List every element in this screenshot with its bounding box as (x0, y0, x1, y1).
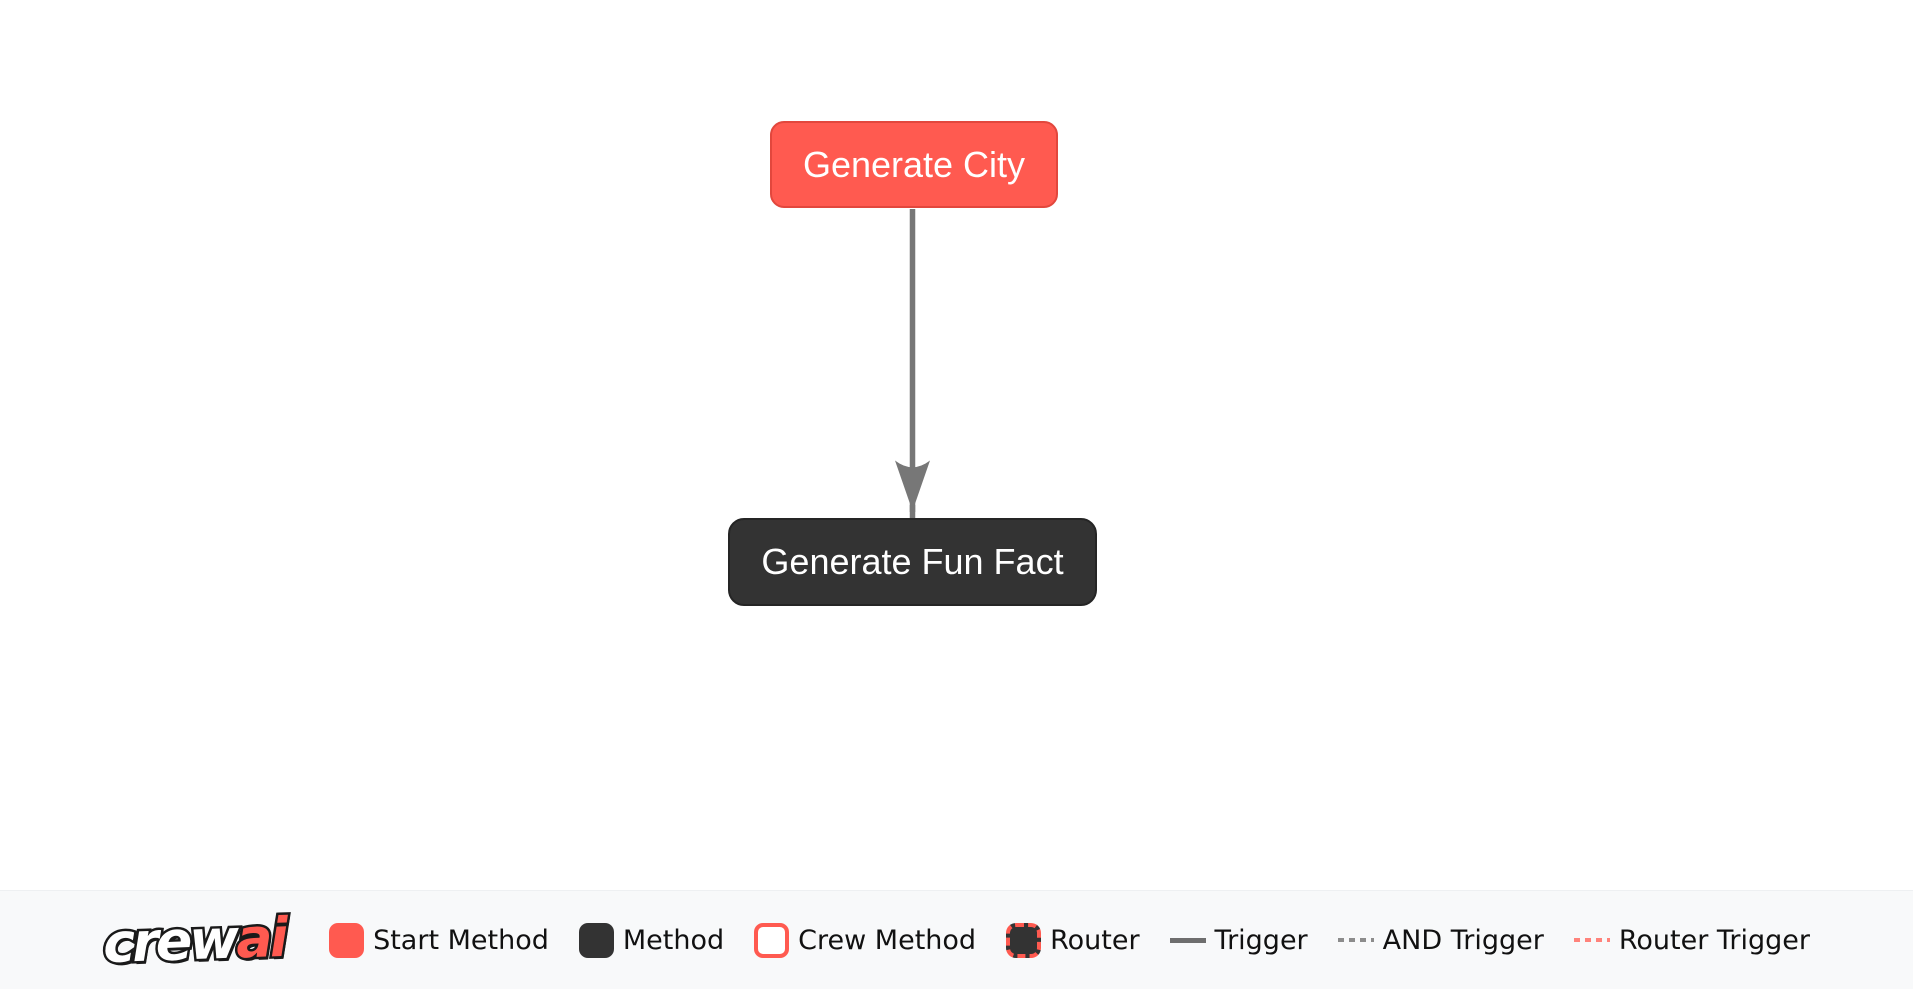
legend-label: Router Trigger (1618, 924, 1811, 956)
legend-label: Start Method (373, 924, 549, 956)
router-swatch-icon (1006, 922, 1042, 958)
crewai-logo: crewai (99, 903, 289, 978)
legend-label: Method (622, 924, 725, 956)
legend-item-router: Router (1006, 922, 1140, 958)
trigger-line-icon (1169, 937, 1206, 943)
legend-bar: crewai Start Method Method Crew Method R… (0, 890, 1913, 989)
legend-label: AND Trigger (1382, 924, 1544, 956)
node-label: Generate City (802, 143, 1026, 185)
legend-row: crewai Start Method Method Crew Method R… (99, 903, 1811, 977)
edge-arrowhead-icon (895, 460, 930, 511)
legend-item-start-method: Start Method (329, 922, 549, 958)
router-trigger-line-icon (1573, 938, 1610, 942)
node-label: Generate Fun Fact (761, 541, 1064, 582)
method-swatch-icon (578, 922, 614, 958)
legend-label: Crew Method (798, 924, 977, 956)
crewai-logo-crew: crew (99, 905, 239, 978)
flow-node-generate-fun-fact[interactable]: Generate Fun Fact (728, 518, 1097, 606)
legend-item-method: Method (578, 922, 725, 958)
flow-canvas[interactable]: Generate City Generate Fun Fact (0, 0, 1913, 890)
legend-item-router-trigger: Router Trigger (1573, 924, 1811, 956)
legend-item-trigger: Trigger (1169, 924, 1308, 956)
flow-node-generate-city[interactable]: Generate City (770, 121, 1058, 208)
legend-label: Router (1050, 924, 1140, 956)
start-method-swatch-icon (329, 922, 365, 958)
legend-item-and-trigger: AND Trigger (1337, 924, 1544, 956)
legend-item-crew-method: Crew Method (754, 922, 977, 958)
and-trigger-line-icon (1337, 938, 1374, 942)
crewai-logo-ai: ai (233, 903, 289, 973)
crew-method-swatch-icon (754, 922, 790, 958)
legend-label: Trigger (1214, 924, 1308, 956)
